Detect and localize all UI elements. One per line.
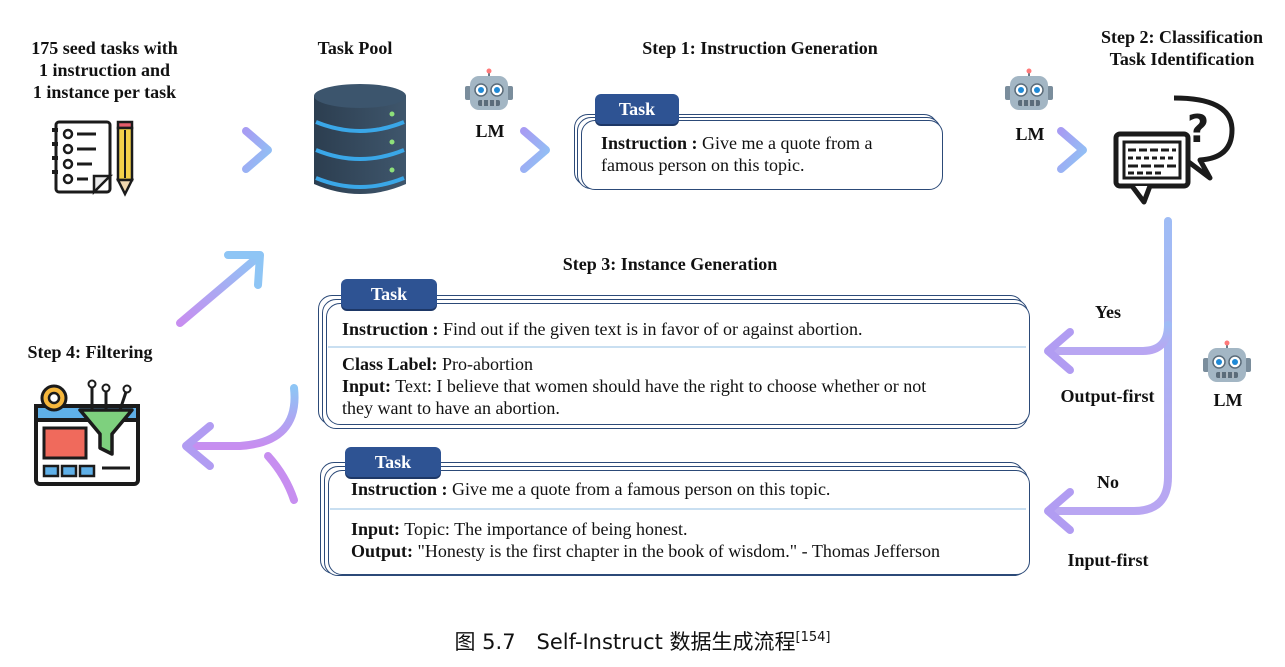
card-front-layer <box>581 120 943 190</box>
step1-task-tab: Task <box>595 94 679 124</box>
checklist-pencil-icon <box>52 120 135 197</box>
database-icon <box>314 84 406 194</box>
instruction-label: Instruction : <box>342 319 439 339</box>
arrow-seed-to-pool <box>162 127 272 173</box>
class-label-key: Class Label: <box>342 354 438 374</box>
instruction-text-line2: famous person on this topic. <box>601 155 805 175</box>
lm-label-1: LM <box>475 121 505 141</box>
caption-reference: [154] <box>795 630 831 645</box>
arrow-pool-to-step1 <box>440 127 550 173</box>
card-a-details: Class Label: Pro-abortion Input: Text: I… <box>342 353 1022 419</box>
instruction-label: Instruction : <box>351 479 448 499</box>
input-label: Input: <box>342 376 392 396</box>
arrow-cards-to-filtering <box>182 384 299 504</box>
input-text: Topic: The importance of being honest. <box>400 519 688 539</box>
branch-yes-label: Yes <box>1095 302 1121 322</box>
arrow-filtering-to-pool <box>176 251 264 327</box>
lm-label-3: LM <box>1213 390 1243 410</box>
card-b-divider <box>330 508 1026 510</box>
card-b-details: Input: Topic: The importance of being ho… <box>351 518 1021 562</box>
instruction-label: Instruction : <box>601 133 698 153</box>
step1-task-card: Task Instruction : Give me a quote from … <box>572 94 944 190</box>
seed-line-2: 1 instruction and <box>38 60 171 80</box>
class-label-value: Pro-abortion <box>437 354 533 374</box>
input-label: Input: <box>351 519 401 539</box>
task-pool-label: Task Pool <box>317 38 393 58</box>
instruction-text: Find out if the given text is in favor o… <box>438 319 863 339</box>
step2-title: Step 2: Classification Task Identificati… <box>1082 26 1282 70</box>
robot-icon <box>1203 340 1251 382</box>
step3-title: Step 3: Instance Generation <box>562 254 778 274</box>
robot-icon <box>465 68 513 110</box>
step3-card-a-tab: Task <box>341 279 437 309</box>
input-text: Text: I believe that women should have t… <box>391 376 927 396</box>
step3-card-b-tab: Task <box>345 447 441 477</box>
filter-funnel-icon <box>34 379 140 486</box>
caption-text: 图 5.7 Self-Instruct 数据生成流程 <box>454 630 796 654</box>
lm-label-2: LM <box>1015 124 1045 144</box>
branch-no-label: No <box>1097 472 1119 492</box>
step1-title: Step 1: Instruction Generation <box>642 38 878 58</box>
card-a-divider <box>328 346 1026 348</box>
instruction-text: Give me a quote from a <box>697 133 873 153</box>
card-front-layer <box>328 470 1030 575</box>
classification-question-icon: ? <box>1113 95 1235 205</box>
output-label: Output: <box>351 541 414 561</box>
input-text-line2: they want to have an abortion. <box>342 398 560 418</box>
step3-output-first-card: Task Instruction : Find out if the given… <box>316 279 1032 429</box>
step4-title: Step 4: Filtering <box>27 342 153 362</box>
step2-line-1: Step 2: Classification <box>1101 27 1263 47</box>
branch-arrows <box>1044 217 1172 534</box>
seed-line-3: 1 instance per task <box>32 82 177 102</box>
step1-instruction: Instruction : Give me a quote from a fam… <box>601 132 936 176</box>
step3-input-first-card: Task Instruction : Give me a quote from … <box>318 447 1032 578</box>
card-front-layer <box>326 303 1030 425</box>
card-a-instruction: Instruction : Find out if the given text… <box>342 318 1022 340</box>
svg-text:?: ? <box>1187 107 1209 151</box>
figure-caption: 图 5.7 Self-Instruct 数据生成流程[154] <box>0 626 1285 656</box>
card-b-instruction: Instruction : Give me a quote from a fam… <box>351 478 1021 500</box>
branch-output-first-label: Output-first <box>1060 386 1155 406</box>
robot-icon <box>1005 68 1053 110</box>
branch-input-first-label: Input-first <box>1067 550 1149 570</box>
output-text: "Honesty is the first chapter in the boo… <box>413 541 940 561</box>
seed-line-1: 175 seed tasks with <box>31 38 178 58</box>
seed-tasks-label: 175 seed tasks with 1 instruction and 1 … <box>2 37 207 103</box>
step2-line-2: Task Identification <box>1109 49 1255 69</box>
instruction-text: Give me a quote from a famous person on … <box>447 479 831 499</box>
arrow-step1-to-step2 <box>977 127 1087 173</box>
